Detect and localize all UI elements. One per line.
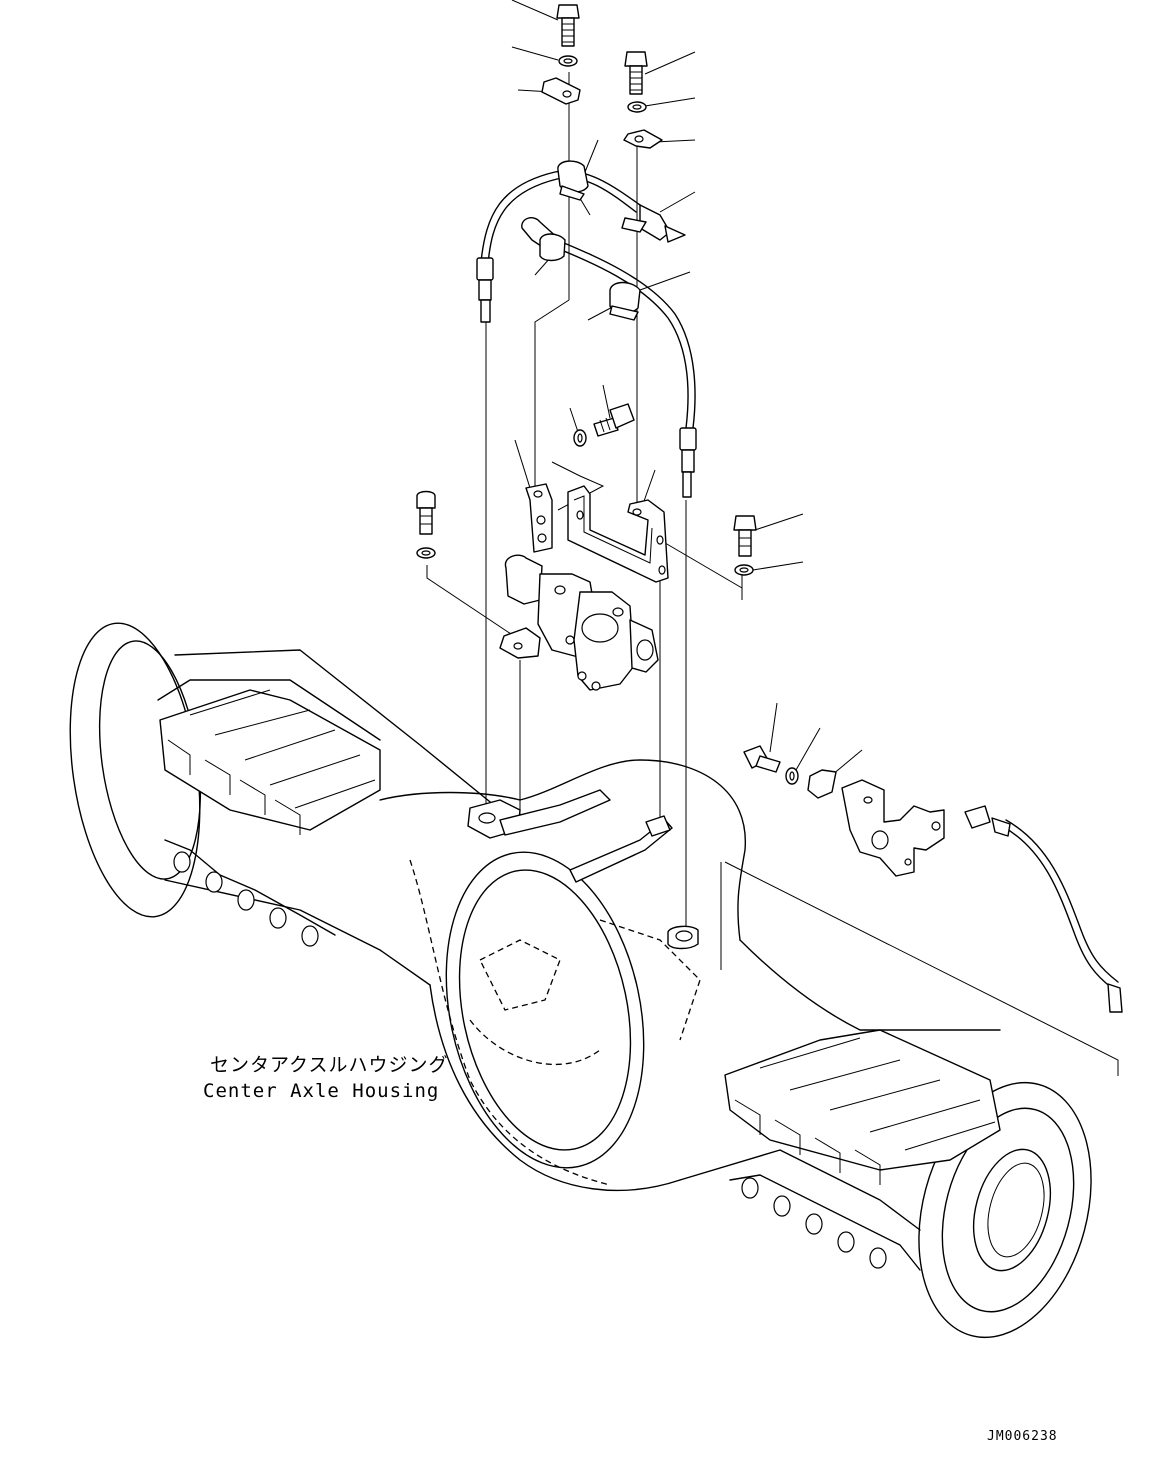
label-japanese: センタアクスルハウジング (210, 1054, 448, 1076)
sensor-bracket-lower (842, 780, 944, 876)
label-english: Center Axle Housing (203, 1080, 439, 1102)
assembly-lines (427, 72, 1118, 1076)
bracket-tab (542, 78, 580, 104)
mounting-bracket (568, 486, 668, 582)
cable-clamps (540, 161, 646, 320)
right-wheel-flange (892, 1063, 1118, 1357)
sensor-cable (481, 171, 1118, 988)
top-bolt-right (625, 52, 647, 94)
l-bracket-left (526, 484, 552, 552)
valve-assembly (500, 555, 658, 690)
bracket-tab (808, 770, 836, 798)
differential-cover (419, 834, 671, 1187)
mid-bolt (594, 404, 634, 436)
drawing-code: JM006238 (987, 1429, 1058, 1444)
axle-housing (53, 615, 1118, 1357)
lower-bolt (744, 746, 780, 772)
right-hub-bore (961, 1141, 1063, 1279)
top-bolt-left (557, 5, 579, 46)
leader-lines (512, 0, 862, 780)
right-bolt (734, 516, 756, 556)
bracket-tab (624, 130, 662, 148)
left-bolt (417, 492, 435, 535)
